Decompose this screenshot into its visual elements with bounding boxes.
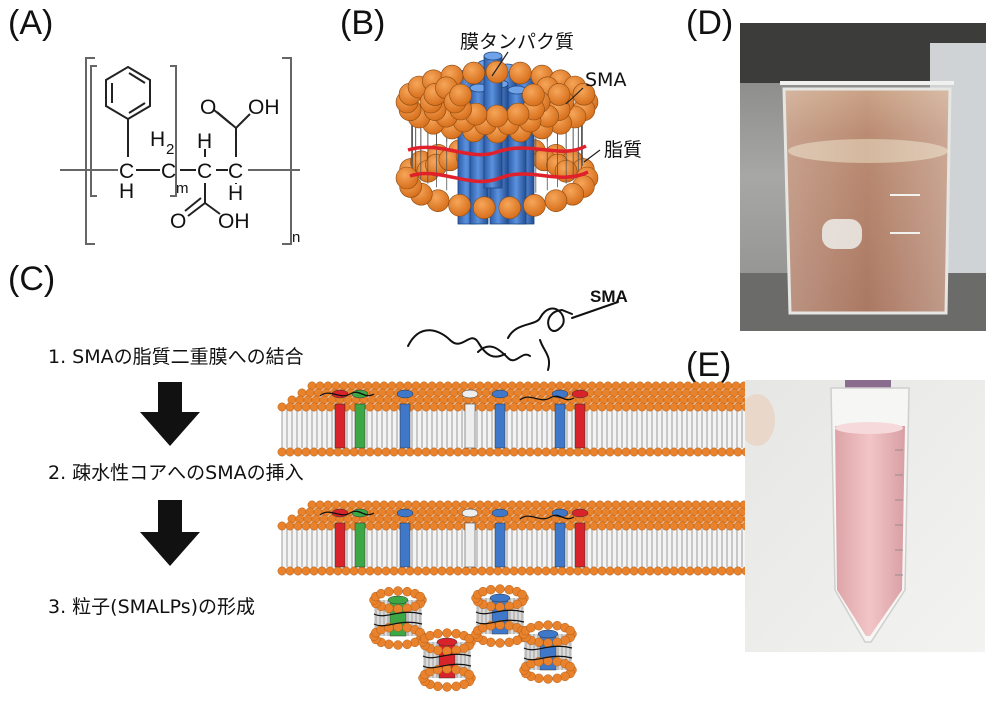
panel-label-c: (C) [8,260,56,298]
sma-polymer-2 [477,345,531,362]
label-sma-b: SMA [585,69,626,91]
step-3-text: 3. 粒子(SMALPs)の形成 [48,596,256,618]
arrow-down-2 [140,500,200,566]
smalp-particles [369,584,577,692]
atom-c4: C [228,160,243,183]
atom-c2: C [161,160,176,183]
subscript-m: m [176,180,189,197]
sma-polymer-3 [507,307,573,339]
atom-o-lower: O [170,210,186,233]
sma-polymer-1 [407,329,506,358]
tube-photo [745,380,985,652]
panel-label-d: (D) [686,4,734,42]
subscript-n: n [292,229,300,246]
step-1-text: 1. SMAの脂質二重膜への結合 [48,346,304,368]
atom-h2-sub: 2 [166,141,174,158]
atom-h2: H [150,128,165,151]
panel-label-e: (E) [686,346,732,384]
label-sma-c: SMA [590,287,628,306]
atom-c3: C [197,160,212,183]
atom-h3: H [197,130,212,153]
atom-c1: C [119,160,134,183]
atom-h4: H [228,182,243,205]
panel-label-b: (B) [340,4,386,42]
sma-polymer-3b [539,339,550,371]
panel-label-a: (A) [8,4,54,42]
label-lipid: 脂質 [604,139,642,161]
label-membrane-protein: 膜タンパク質 [460,31,574,53]
arrow-down-1 [140,382,200,446]
atom-oh-upper: OH [248,96,280,119]
nanodisc-b [395,51,599,225]
atom-o-upper: O [200,96,216,119]
atom-oh-lower: OH [218,210,250,233]
step-2-text: 2. 疎水性コアへのSMAの挿入 [48,462,304,484]
atom-h1: H [119,180,134,203]
beaker-photo [740,23,986,331]
